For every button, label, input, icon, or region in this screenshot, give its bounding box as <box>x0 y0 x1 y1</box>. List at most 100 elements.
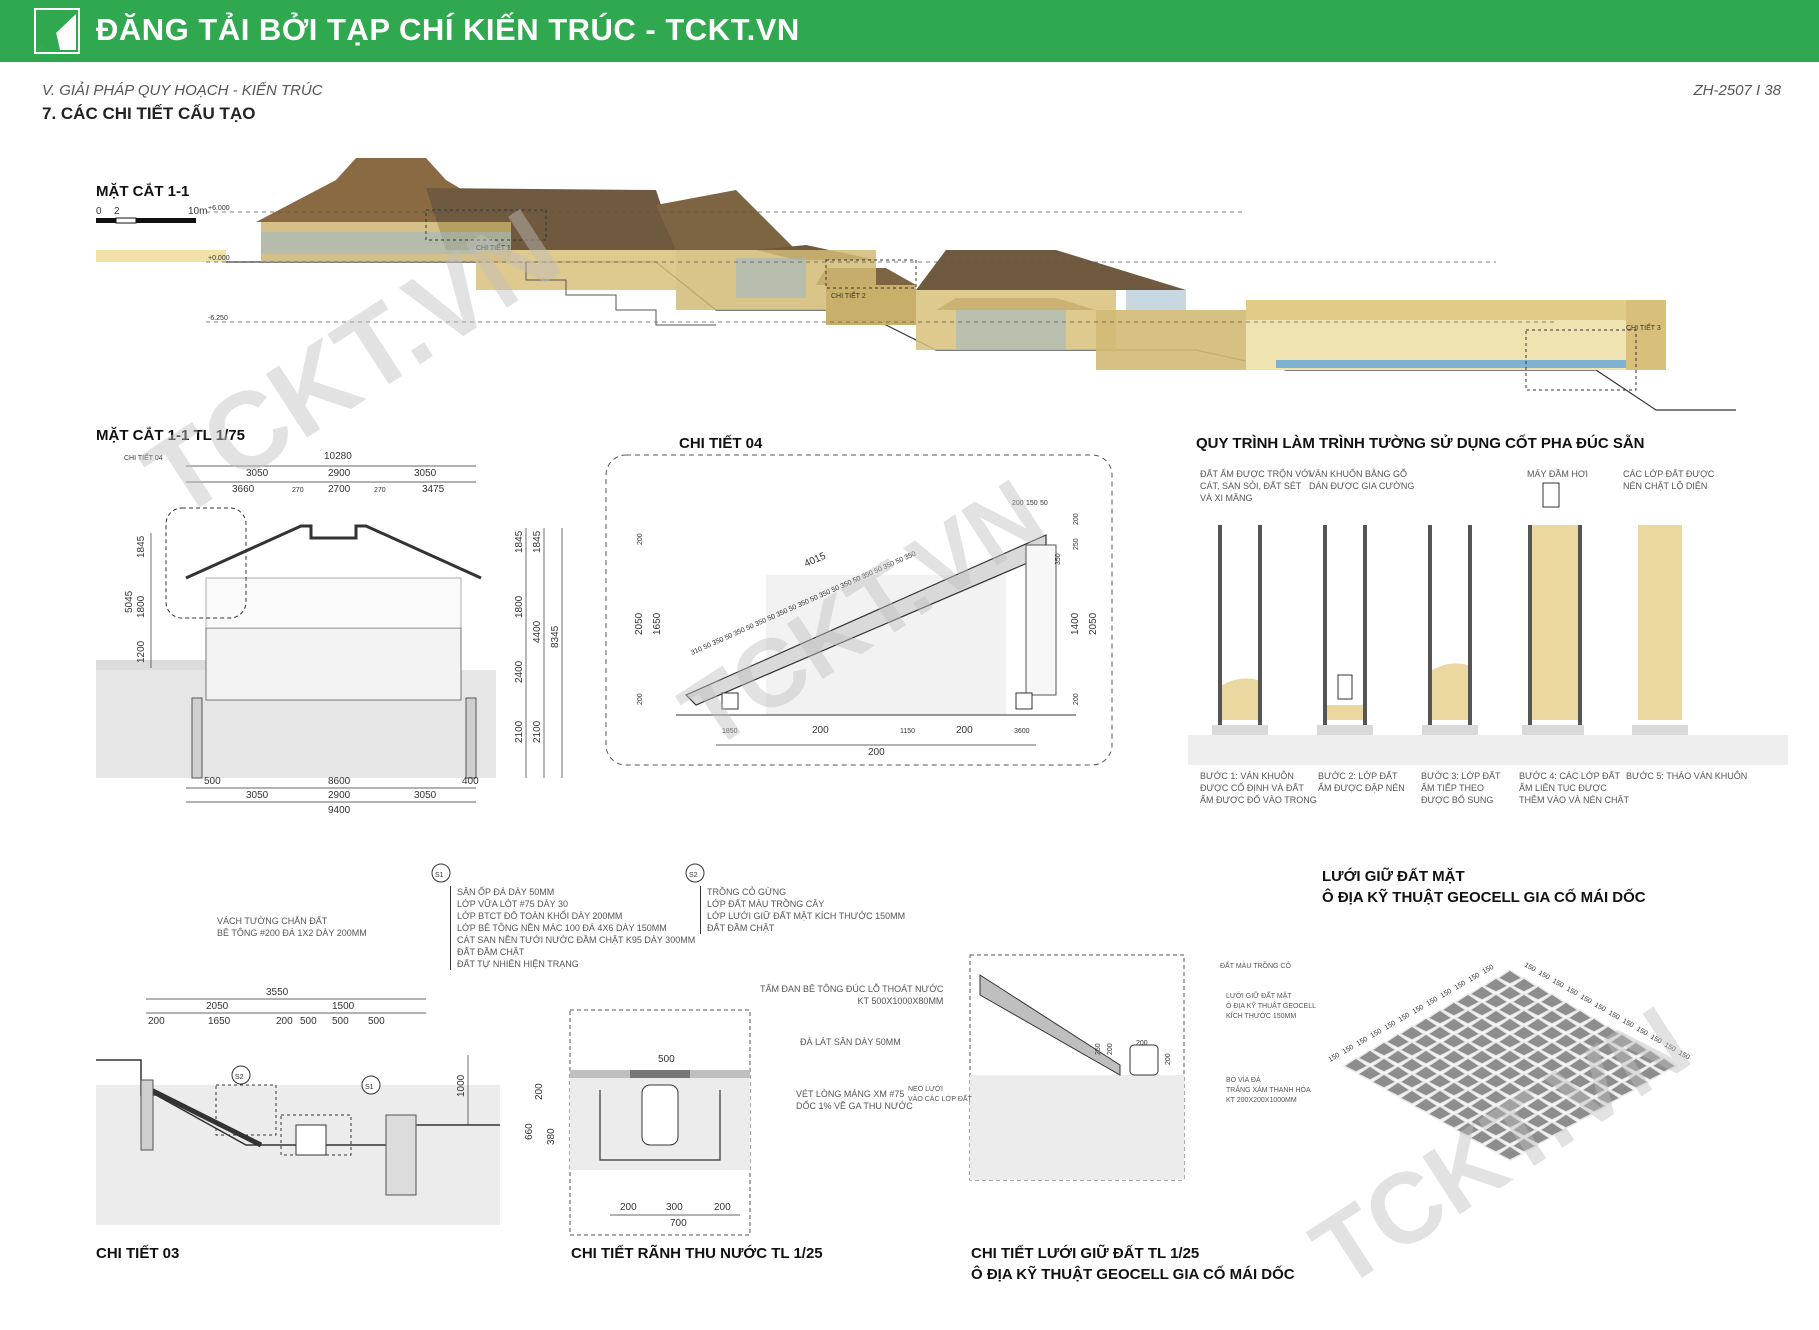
geocell-cell <box>1384 1033 1412 1049</box>
geocell-dim-left: 150 <box>1328 1052 1342 1064</box>
geocell-cell <box>1510 1025 1538 1041</box>
geocell-cell <box>1566 1073 1594 1089</box>
geocell-cell <box>1496 1001 1524 1017</box>
geocell-cell <box>1454 1057 1482 1073</box>
d04-dim-h: 2050 <box>1088 612 1099 635</box>
process-step-2 <box>1317 525 1373 745</box>
drain-title: CHI TIẾT RÃNH THU NƯỚC TL 1/25 <box>571 1245 823 1262</box>
geocell-cell <box>1468 1033 1496 1049</box>
geocell-cell <box>1552 1033 1580 1049</box>
detail04-title: CHI TIẾT 04 <box>679 435 763 452</box>
geocell-cell <box>1412 1065 1440 1081</box>
geocell-title: LƯỚI GIỮ ĐẤT MẶT <box>1322 868 1465 885</box>
d04-dim-i: 2050 <box>634 612 645 635</box>
d04-dim-s: 200 <box>868 747 885 758</box>
geocell-cell <box>1370 1057 1398 1073</box>
drain-dim-2: 200 <box>534 1083 545 1100</box>
d04-dim-m: 200 <box>1073 693 1080 705</box>
d03-dim-9: 500 <box>368 1016 385 1027</box>
geocell-cell <box>1566 1057 1594 1073</box>
geocell-cell <box>1608 1081 1636 1097</box>
sd-right-8: 2100 <box>532 720 543 743</box>
geocell-cell <box>1524 1033 1552 1049</box>
section-main-drawing: +6.000 +0.000 -6.250 CHI TIẾT 1 CHI TIẾT… <box>96 158 1736 411</box>
sd-dim-8: 3475 <box>422 484 445 495</box>
d04-dim-e: 200 <box>1073 513 1080 525</box>
geocell-cell <box>1538 1073 1566 1089</box>
geo-dim-4: 200 <box>1165 1053 1172 1065</box>
geocell-cell <box>1468 1081 1496 1097</box>
geocell-cell <box>1440 1001 1468 1017</box>
page-number: ZH-2507 I 38 <box>1693 82 1781 99</box>
geocell-cell <box>1538 1025 1566 1041</box>
geocell-cell <box>1524 1081 1552 1097</box>
geocell-cell <box>1426 1057 1454 1073</box>
sd-dim-4: 3660 <box>232 484 255 495</box>
geocell-cell <box>1412 1097 1440 1113</box>
geocell-cell <box>1566 1089 1594 1105</box>
drain-note-2: ĐÁ LÁT SÂN DÀY 50MM <box>800 1037 901 1047</box>
geocell-dim-left: 150 <box>1468 972 1482 984</box>
geocell-dim-right: 150 <box>1677 1050 1691 1062</box>
geocell-cell <box>1356 1049 1384 1065</box>
section-detail-drawing: CHI TIẾT 04 10280 3050 2900 3050 3660 27… <box>96 451 563 816</box>
geocell-cell <box>1510 1121 1538 1137</box>
d04-dim-c: 50 <box>1040 500 1048 507</box>
geocell-cell <box>1454 1121 1482 1137</box>
tckt-logo-icon <box>34 8 80 54</box>
geocell-cell <box>1398 1089 1426 1105</box>
geocell-cell <box>1538 1057 1566 1073</box>
geocell-cell <box>1496 1145 1524 1161</box>
geocell-cell <box>1580 1033 1608 1049</box>
geocell-cell <box>1468 985 1496 1001</box>
geo-dim-2: 250 <box>1095 1043 1102 1055</box>
section-detail-title: MẶT CẮT 1-1 TL 1/75 <box>96 427 245 444</box>
drain-dim-1: 500 <box>658 1054 675 1065</box>
drain-dim-6: 300 <box>666 1202 683 1213</box>
geocell-cell <box>1594 1073 1622 1089</box>
geocell-cell <box>1636 1065 1664 1081</box>
geocell-dim-left: 150 <box>1342 1044 1356 1056</box>
scale-start: 0 <box>96 206 102 217</box>
drain-dim-7: 200 <box>714 1202 731 1213</box>
d03-dim-8: 500 <box>332 1016 349 1027</box>
geocell-cell <box>1510 1057 1538 1073</box>
banner-title: ĐĂNG TẢI BỞI TẠP CHÍ KIẾN TRÚC - TCKT.VN <box>96 12 800 47</box>
d03-dim-6: 200 <box>276 1016 293 1027</box>
geocell-cell <box>1440 1081 1468 1097</box>
geocell-cell <box>1566 1105 1594 1121</box>
process-title: QUY TRÌNH LÀM TRÌNH TƯỜNG SỬ DỤNG CỐT PH… <box>1196 435 1645 452</box>
geocell-cell <box>1440 1113 1468 1129</box>
geocell-cell <box>1468 1065 1496 1081</box>
sd-dim-5: 270 <box>292 487 304 494</box>
sd-bot-6: 3050 <box>414 790 437 801</box>
d03-dim-1: 3550 <box>266 987 289 998</box>
geocell-cell <box>1454 1009 1482 1025</box>
sd-right-1: 1845 <box>514 530 525 553</box>
geocell-cell <box>1566 1041 1594 1057</box>
d04-dim-b: 150 <box>1026 500 1038 507</box>
geocell-cell <box>1538 1089 1566 1105</box>
geocell-cell <box>1412 1033 1440 1049</box>
sd-right-3: 1800 <box>514 595 525 618</box>
sd-bot-5: 2900 <box>328 790 351 801</box>
sd-left-2: 5045 <box>124 590 135 613</box>
d04-dim-p: 1150 <box>900 728 915 735</box>
geocell-cell <box>1482 1025 1510 1041</box>
geocell-cell <box>1454 1025 1482 1041</box>
geocell-dim-left: 150 <box>1370 1028 1384 1040</box>
d04-dim-r: 3600 <box>1014 728 1030 735</box>
geocell-cell <box>1482 977 1510 993</box>
legend-s2-tag: S2 <box>685 863 705 883</box>
geocell-cell <box>1426 1073 1454 1089</box>
sd-left-1: 1845 <box>136 535 147 558</box>
callout-chi-tiet-3: CHI TIẾT 3 <box>1626 322 1661 332</box>
geocell-cell <box>1622 1057 1650 1073</box>
geocell-cell <box>1468 1129 1496 1145</box>
geocell-cell <box>1412 1081 1440 1097</box>
